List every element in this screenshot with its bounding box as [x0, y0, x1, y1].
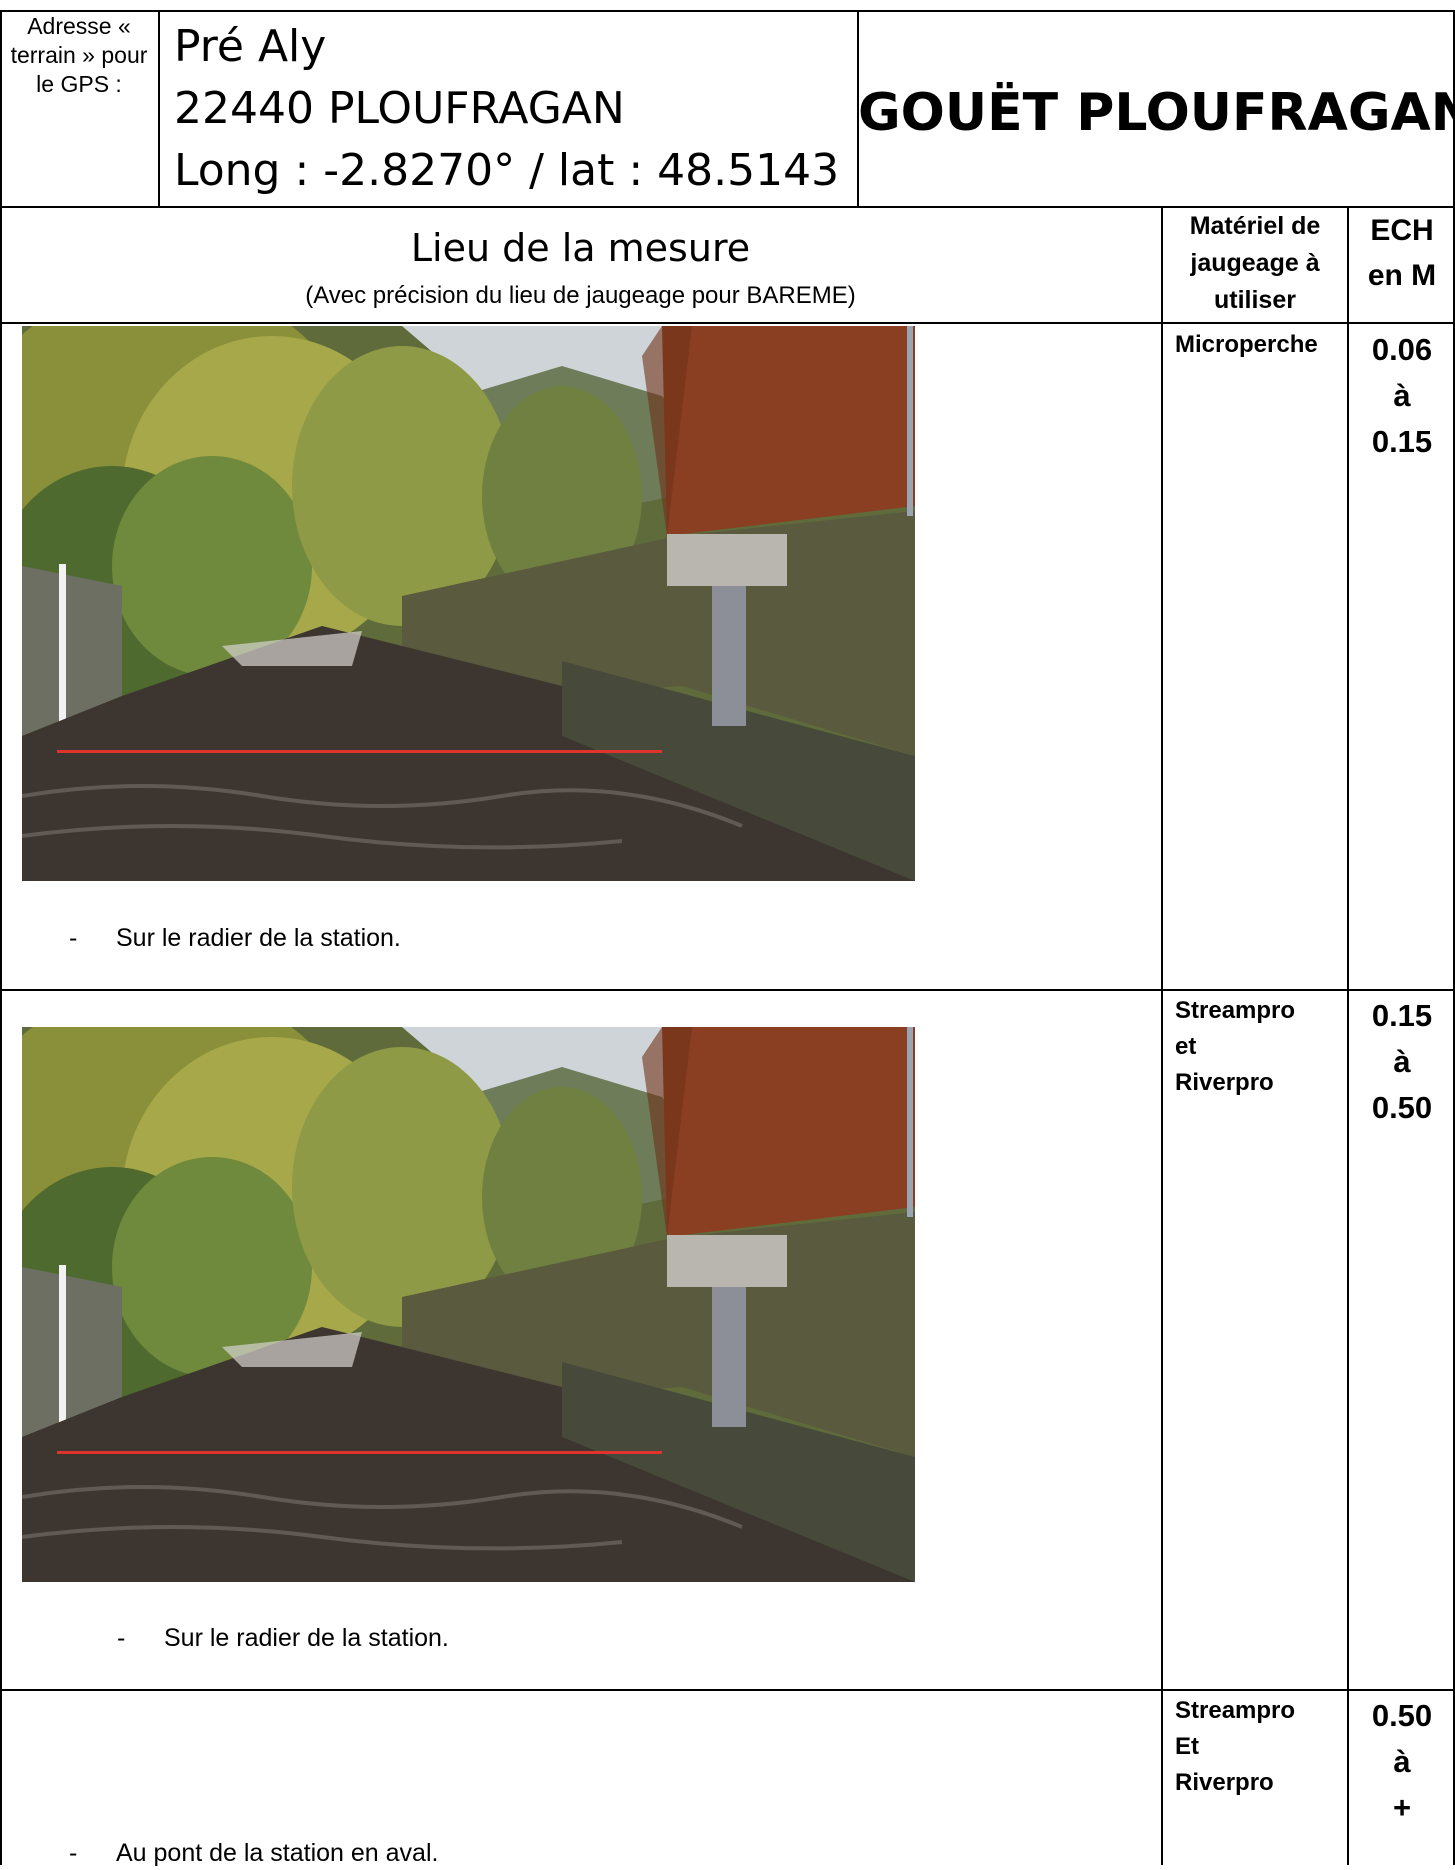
- range-from: 0.15: [1371, 998, 1433, 1033]
- row-3-range: 0.50 à +: [1349, 1693, 1455, 1831]
- equipment-line: et: [1175, 1033, 1197, 1060]
- list-bullet: -: [69, 1839, 78, 1867]
- station-photo: [22, 326, 915, 881]
- range-from: 0.50: [1371, 1698, 1433, 1733]
- range-to: 0.15: [1371, 424, 1433, 459]
- location-description: Au pont de la station en aval.: [116, 1839, 439, 1867]
- location-description: Sur le radier de la station.: [116, 924, 401, 952]
- equipment-line: Riverpro: [1175, 1769, 1274, 1796]
- row-3-equipment: Streampro Et Riverpro: [1175, 1693, 1343, 1801]
- row-1-range: 0.06 à 0.15: [1349, 327, 1455, 465]
- row-2-caption: - Sur le radier de la station.: [117, 1621, 449, 1655]
- address-city: 22440 PLOUFRAGAN: [174, 83, 625, 134]
- list-bullet: -: [69, 924, 78, 952]
- range-separator: à: [1393, 1744, 1411, 1779]
- site-title: GOUËT PLOUFRAGAN: [858, 83, 1455, 143]
- range-separator: à: [1393, 378, 1411, 413]
- row-1-equipment: Microperche: [1175, 327, 1343, 363]
- equipment-line: Microperche: [1175, 331, 1318, 358]
- row-2-range: 0.15 à 0.50: [1349, 993, 1455, 1131]
- equipment-line: Streampro: [1175, 1697, 1296, 1724]
- station-photo: [22, 1027, 915, 1582]
- equipment-line: Riverpro: [1175, 1069, 1274, 1096]
- range-to: 0.50: [1371, 1090, 1433, 1125]
- address-label: Adresse « terrain » pour le GPS :: [10, 13, 148, 97]
- equipment-line: Et: [1175, 1733, 1199, 1760]
- row-2-equipment: Streampro et Riverpro: [1175, 993, 1343, 1101]
- range-separator: à: [1393, 1044, 1411, 1079]
- range-to: +: [1392, 1790, 1412, 1825]
- range-column-header: ECH en M: [1367, 214, 1437, 292]
- list-bullet: -: [117, 1624, 126, 1652]
- location-column-title: Lieu de la mesure: [410, 226, 751, 270]
- address-coordinates: Long : -2.8270° / lat : 48.5143: [174, 145, 840, 196]
- location-description: Sur le radier de la station.: [164, 1624, 449, 1652]
- row-3-caption: - Au pont de la station en aval.: [69, 1836, 438, 1870]
- location-column-subtitle: (Avec précision du lieu de jaugeage pour…: [305, 282, 856, 309]
- range-from: 0.06: [1371, 332, 1433, 367]
- equipment-column-header: Matériel de jaugeage à utiliser: [1189, 212, 1321, 314]
- address-place: Pré Aly: [174, 21, 327, 72]
- address-value: Pré Aly 22440 PLOUFRAGAN Long : -2.8270°…: [174, 16, 854, 202]
- row-1-caption: - Sur le radier de la station.: [69, 921, 401, 955]
- equipment-line: Streampro: [1175, 997, 1296, 1024]
